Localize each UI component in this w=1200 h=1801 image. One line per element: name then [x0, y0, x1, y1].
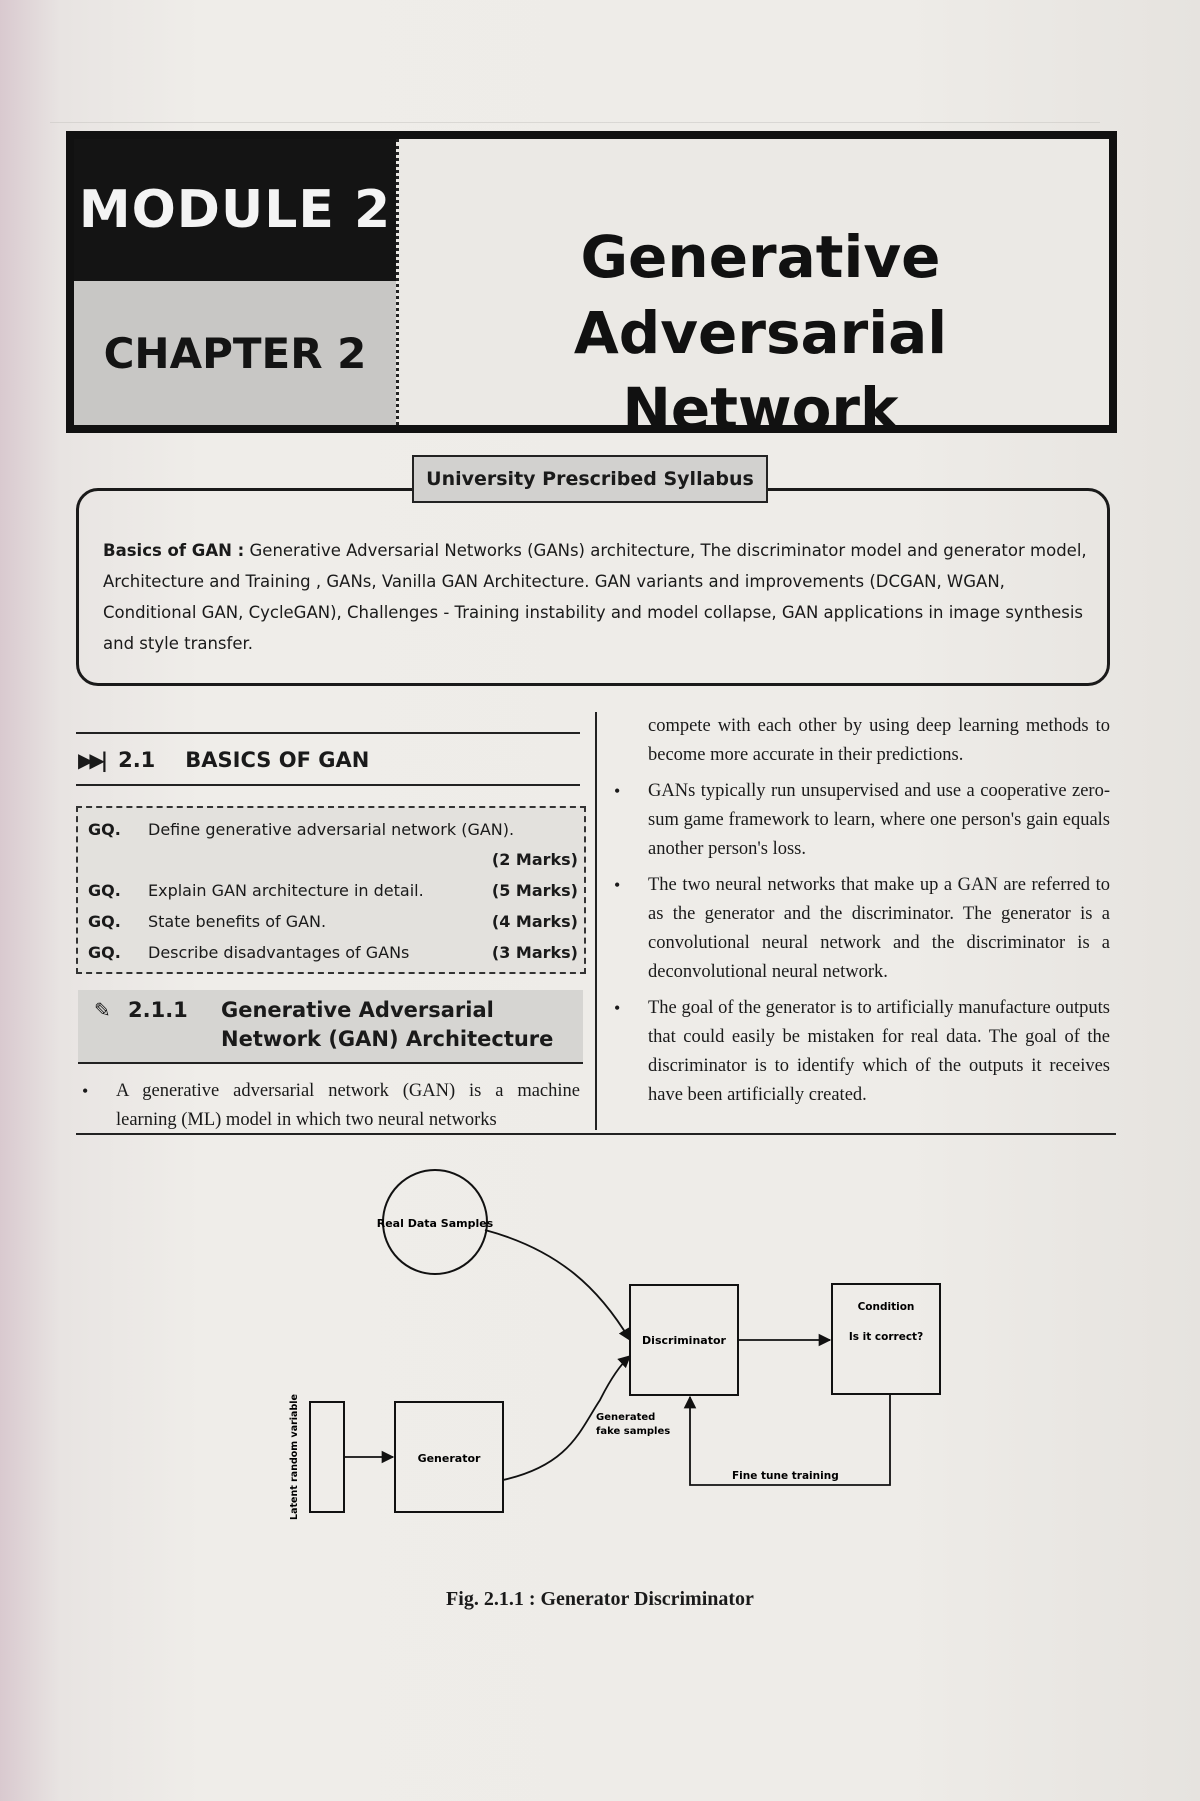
section-heading: ▶▶| 2.1 BASICS OF GAN	[78, 742, 578, 778]
real-to-discriminator-arrow	[484, 1229, 631, 1342]
question-key: GQ.	[88, 881, 121, 900]
bullet-icon: •	[614, 875, 621, 895]
gan-diagram-svg: Real Data Samples Discriminator Conditio…	[289, 1169, 941, 1520]
question-marks: (3 Marks)	[491, 943, 578, 962]
list-item-continuation: compete with each other by using deep le…	[610, 712, 1110, 770]
bullet-text: The two neural networks that make up a G…	[648, 875, 1110, 982]
subsection-title: Generative Adversarial Network (GAN) Arc…	[221, 998, 554, 1051]
gan-diagram: Real Data Samples Discriminator Conditio…	[280, 1160, 980, 1530]
generated-label: Generated	[596, 1412, 655, 1423]
list-item: • GANs typically run unsupervised and use…	[610, 777, 1110, 864]
chapter-title: Generative Adversarial Network	[404, 219, 1117, 447]
bullet-icon: •	[614, 998, 621, 1018]
question-row: GQ. Describe disadvantages of GANs (3 Ma…	[88, 943, 578, 971]
module-label: MODULE 2	[74, 139, 396, 281]
question-row: GQ. Define generative adversarial networ…	[88, 820, 578, 848]
condition-node	[831, 1283, 941, 1395]
syllabus-lead: Basics of GAN :	[103, 541, 245, 560]
question-text: Explain GAN architecture in detail.	[148, 881, 424, 900]
bullet-text: A generative adversarial network (GAN) i…	[116, 1081, 580, 1130]
question-row-marks: (2 Marks)	[88, 850, 578, 878]
section-title: BASICS OF GAN	[185, 748, 370, 772]
section-number: 2.1	[118, 748, 156, 772]
bullet-icon: •	[82, 1081, 89, 1101]
chapter-label: CHAPTER 2	[74, 281, 396, 425]
question-key: GQ.	[88, 820, 121, 839]
generator-to-discriminator-arrow	[502, 1355, 631, 1481]
content-rule	[76, 1133, 1116, 1135]
question-text: Define generative adversarial network (G…	[148, 820, 515, 839]
question-key: GQ.	[88, 943, 121, 962]
subsection-number: 2.1.1	[128, 998, 188, 1022]
fine-tune-label: Fine tune training	[732, 1470, 839, 1482]
latent-node	[309, 1401, 345, 1513]
fine-tune-feedback-arrow	[683, 1394, 891, 1486]
subsection-heading: ✎ 2.1.1 Generative Adversarial Network (…	[78, 990, 583, 1064]
chapter-title-line1: Generative Adversarial	[573, 223, 948, 367]
list-item: • The two neural networks that make up a …	[610, 871, 1110, 987]
question-box: GQ. Define generative adversarial networ…	[76, 806, 586, 974]
syllabus-tab: University Prescribed Syllabus	[412, 455, 768, 503]
bullet-text: The goal of the generator is to artifici…	[648, 998, 1110, 1105]
left-bullet-list: • A generative adversarial network (GAN) …	[78, 1077, 580, 1142]
pencil-icon: ✎	[94, 998, 111, 1022]
condition-question-label: Is it correct?	[849, 1331, 923, 1343]
chapter-title-line2: Network	[622, 375, 899, 443]
real-data-label: Real Data Samples	[377, 1217, 494, 1230]
chapter-header: MODULE 2 CHAPTER 2 Generative Adversaria…	[66, 131, 1117, 443]
question-row: GQ. Explain GAN architecture in detail. …	[88, 881, 578, 909]
question-key: GQ.	[88, 912, 121, 931]
real-data-node	[382, 1169, 488, 1275]
figure-caption: Fig. 2.1.1 : Generator Discriminator	[446, 1588, 754, 1610]
list-item: • The goal of the generator is to artific…	[610, 994, 1110, 1110]
question-row: GQ. State benefits of GAN. (4 Marks)	[88, 912, 578, 940]
list-item: • A generative adversarial network (GAN) …	[78, 1077, 580, 1135]
latent-label: Latent random variable	[289, 1394, 300, 1520]
generator-label: Generator	[418, 1452, 481, 1465]
running-header	[50, 92, 1100, 123]
fast-forward-icon: ▶▶|	[78, 748, 108, 772]
bullet-icon: •	[614, 781, 621, 801]
condition-label: Condition	[858, 1301, 915, 1313]
section-rule-bottom	[76, 784, 580, 786]
syllabus-body: Generative Adversarial Networks (GANs) a…	[103, 541, 1087, 653]
right-bullet-list: compete with each other by using deep le…	[610, 712, 1110, 1117]
question-text: Describe disadvantages of GANs	[148, 943, 410, 962]
question-marks: (4 Marks)	[491, 912, 578, 931]
column-separator	[595, 712, 597, 1130]
fake-samples-label: fake samples	[596, 1426, 670, 1437]
bullet-text: GANs typically run unsupervised and use …	[648, 781, 1110, 859]
question-marks: (5 Marks)	[491, 881, 578, 900]
question-text: State benefits of GAN.	[148, 912, 327, 931]
header-divider	[396, 139, 399, 425]
syllabus-box: Basics of GAN : Generative Adversarial N…	[76, 488, 1110, 686]
generator-node	[394, 1401, 504, 1513]
bullet-text: compete with each other by using deep le…	[648, 716, 1110, 765]
discriminator-label: Discriminator	[642, 1334, 726, 1347]
section-rule-top	[76, 732, 580, 734]
question-marks: (2 Marks)	[491, 850, 578, 869]
